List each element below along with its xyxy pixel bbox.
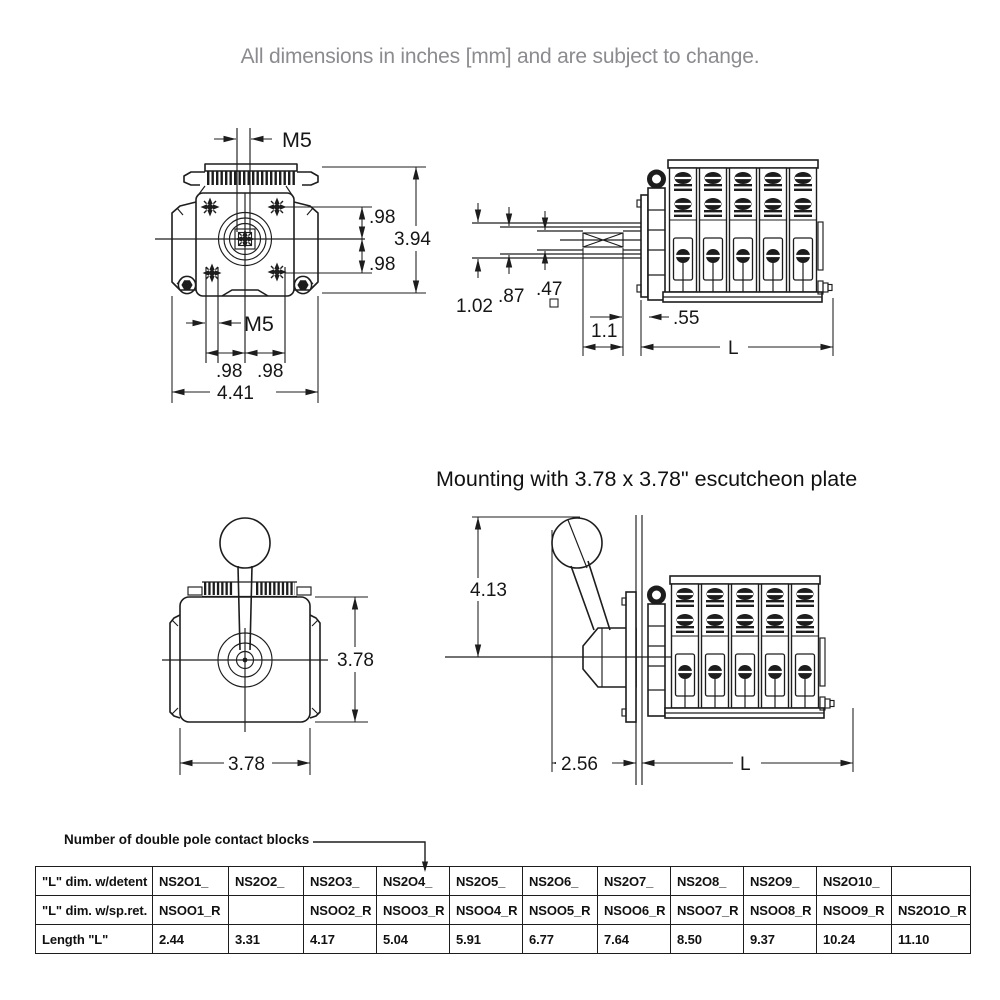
table-cell [891, 866, 971, 896]
handle-front-view-drawing: 3.78 3.78 [162, 517, 381, 775]
table-cell: 3.31 [228, 924, 304, 954]
dim-98-br-label: .98 [257, 361, 283, 382]
screw-icon [201, 262, 223, 284]
table-cell: NS2O1O_R [891, 895, 971, 925]
side-view-drawing: 1.02 .87 .47 1.1 .55 L [456, 159, 834, 359]
shaft-bearing-icon [647, 585, 666, 605]
l-dimension-table: "L" dim. w/detent NS2O1_ NS2O2_ NS2O3_ N… [35, 866, 971, 954]
table-cell: NS2O2_ [228, 866, 304, 896]
hex-screw-icon [293, 275, 313, 295]
lever-arm [570, 560, 611, 631]
shaft-bearing-icon [647, 169, 666, 189]
table-cell: NSOO3_R [376, 895, 450, 925]
table-cell: NSOO9_R [816, 895, 892, 925]
dim-441-label: 4.41 [217, 383, 254, 404]
end-fitting [819, 696, 835, 711]
table-row-label: Length "L" [35, 924, 153, 954]
dim-98-bl-label: .98 [216, 361, 242, 382]
table-cell: NSOO7_R [670, 895, 744, 925]
table-cell: NS2O5_ [449, 866, 523, 896]
dim-394-label: 3.94 [394, 229, 431, 250]
table-caption: Number of double pole contact blocks [64, 832, 310, 847]
side-view-dimensions: 1.02 .87 .47 1.1 .55 L [456, 203, 834, 359]
handle-side-outline [445, 515, 835, 785]
table-cell: 5.91 [449, 924, 523, 954]
dim-102-label: 1.02 [456, 296, 493, 317]
end-fitting [817, 280, 833, 295]
dimensions-note: All dimensions in inches [mm] and are su… [240, 45, 760, 68]
table-cell: 11.10 [891, 924, 971, 954]
ball-handle [219, 517, 271, 569]
table-cell: NS2O3_ [303, 866, 377, 896]
table-cell: NS2O4_ [376, 866, 450, 896]
table-cell: 4.17 [303, 924, 377, 954]
screw-icon [266, 261, 288, 283]
table-cell: NS2O8_ [670, 866, 744, 896]
dim-l-label: L [740, 754, 751, 775]
hex-screw-icon [177, 275, 197, 295]
table-cell: 10.24 [816, 924, 892, 954]
table-cell: 8.50 [670, 924, 744, 954]
table-cell: 9.37 [743, 924, 817, 954]
escutcheon-section-title: Mounting with 3.78 x 3.78" escutcheon pl… [436, 467, 858, 491]
dim-98-upper-label: .98 [369, 207, 395, 228]
table-cell: 5.04 [376, 924, 450, 954]
switch-side-outline [472, 159, 833, 303]
table-cell: 6.77 [522, 924, 598, 954]
dim-47-label: .47 [536, 279, 562, 300]
table-row-label: "L" dim. w/detent [35, 866, 153, 896]
handle-front-dimensions: 3.78 3.78 [179, 596, 381, 775]
handle-side-dimensions: 4.13 2.56 L [466, 516, 854, 775]
handle-front-outline [162, 517, 328, 732]
dim-413-label: 4.13 [470, 580, 507, 601]
dim-87-label: .87 [498, 286, 524, 307]
table-cell: NS2O10_ [816, 866, 892, 896]
table-cell: NSOO8_R [743, 895, 817, 925]
table-cell: NSOO6_R [597, 895, 671, 925]
front-view-dimensions: M5 .98 .98 3.94 M5 .98 .98 [171, 128, 439, 404]
table-cell: 2.44 [152, 924, 229, 954]
handle-stem [237, 565, 253, 651]
table-cell: 7.64 [597, 924, 671, 954]
front-view-drawing: M5 .98 .98 3.94 M5 .98 .98 [155, 128, 439, 404]
table-cell: NSOO4_R [449, 895, 523, 925]
table-cell: NSOO5_R [522, 895, 598, 925]
table-cell: NSOO2_R [303, 895, 377, 925]
table-cell: NS2O6_ [522, 866, 598, 896]
table-row-label: "L" dim. w/sp.ret. [35, 895, 153, 925]
table-cell: NS2O7_ [597, 866, 671, 896]
table-cell: NSOO1_R [152, 895, 229, 925]
table-row: "L" dim. w/detent NS2O1_ NS2O2_ NS2O3_ N… [35, 866, 971, 896]
handle-side-view-drawing: 4.13 2.56 L [445, 515, 854, 785]
square-shaft-icon [549, 298, 559, 308]
table-cell: NS2O9_ [743, 866, 817, 896]
dim-l-label: L [728, 338, 739, 359]
mounting-plate-outline [155, 128, 365, 363]
table-row: "L" dim. w/sp.ret. NSOO1_R NSOO2_R NSOO3… [35, 895, 971, 925]
dim-m5-top-label: M5 [282, 128, 312, 152]
table-cell: NS2O1_ [152, 866, 229, 896]
dim-11-label: 1.1 [591, 321, 617, 342]
dim-378-horizontal-label: 3.78 [228, 754, 265, 775]
dim-55-label: .55 [673, 308, 699, 329]
dim-256-label: 2.56 [561, 754, 598, 775]
dim-m5-bottom-label: M5 [244, 312, 274, 336]
dim-378-vertical-label: 3.78 [337, 650, 374, 671]
screw-icon [199, 196, 221, 218]
dim-98-lower-label: .98 [369, 254, 395, 275]
table-row: Length "L" 2.44 3.31 4.17 5.04 5.91 6.77… [35, 924, 971, 954]
table-cell [228, 895, 304, 925]
screw-icon [266, 196, 288, 218]
